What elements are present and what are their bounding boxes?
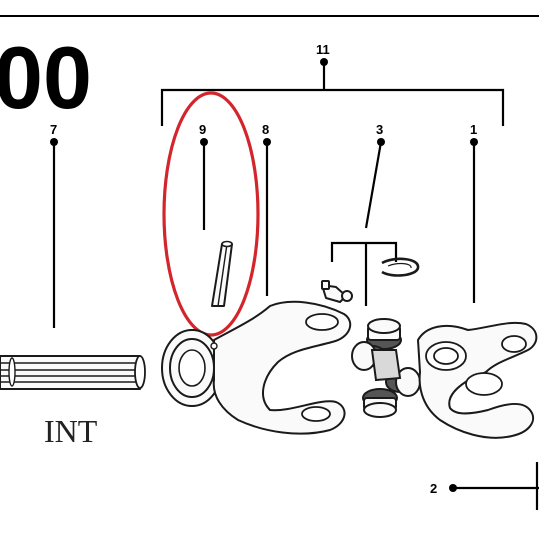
callout-7: 7 [50,122,57,137]
page-title-fragment: 00 [0,28,92,127]
callout-8: 8 [262,122,269,137]
callout-2-leader [449,462,539,510]
highlight-circle [162,91,260,337]
inner-yoke [161,300,352,435]
outer-yoke [417,321,538,439]
callout-9: 9 [199,122,206,137]
grease-nipple [321,280,353,303]
splined-shaft [0,355,146,390]
callout-8-leader [263,138,271,296]
callout-7-leader [50,138,58,328]
callout-9-leader [200,138,208,230]
callout-3: 3 [376,122,383,137]
callout-2: 2 [430,481,437,496]
callout-11: 11 [316,42,330,57]
callout-3-leader [330,138,398,306]
shaft-label: INT [44,413,98,449]
cross-bearing-kit [351,318,421,418]
callout-11-bracket [160,58,505,126]
roll-pin [211,240,233,307]
callout-1-leader [470,138,478,303]
circlip [381,257,420,277]
callout-1: 1 [470,122,477,137]
